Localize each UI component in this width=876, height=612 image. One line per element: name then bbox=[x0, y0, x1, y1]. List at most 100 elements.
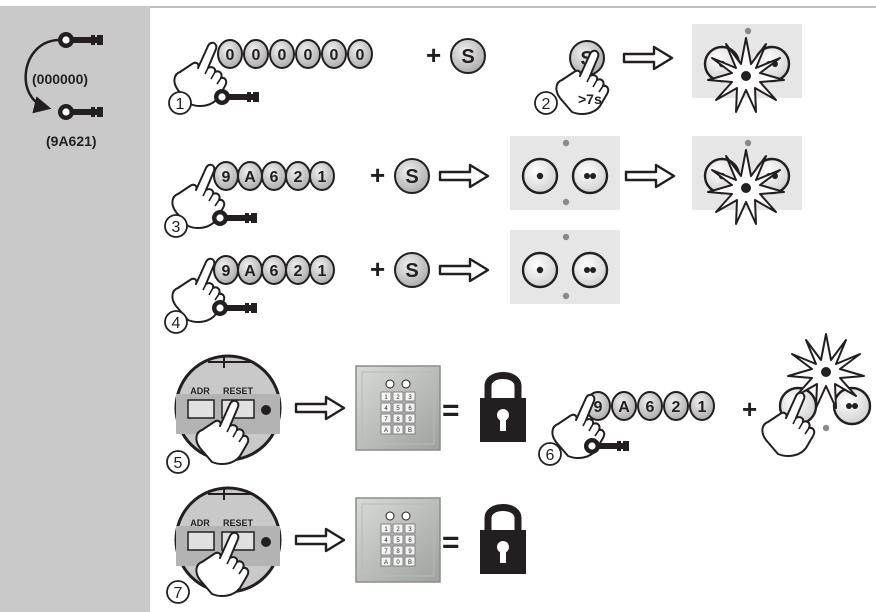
svg-text:RESET: RESET bbox=[223, 518, 254, 528]
svg-text:5: 5 bbox=[396, 538, 400, 544]
keypad-key bbox=[404, 424, 416, 435]
top-divider bbox=[150, 6, 876, 8]
svg-text:6: 6 bbox=[408, 406, 412, 412]
keypad-key bbox=[392, 413, 404, 424]
svg-text:7: 7 bbox=[384, 417, 388, 423]
keypad-key bbox=[404, 413, 416, 424]
keypad-key bbox=[392, 545, 404, 556]
step3-number: 3 bbox=[164, 214, 188, 238]
svg-text:3: 3 bbox=[408, 527, 412, 533]
step3-plus: + bbox=[370, 160, 385, 190]
keypad-key bbox=[380, 545, 392, 556]
step5-equals: = bbox=[442, 394, 460, 427]
svg-text:0: 0 bbox=[226, 47, 235, 64]
step4-number: 4 bbox=[164, 310, 188, 334]
step3-key-icon bbox=[212, 210, 257, 226]
svg-text:S: S bbox=[461, 46, 474, 68]
step1-number: 1 bbox=[168, 91, 192, 115]
svg-text:S: S bbox=[405, 260, 418, 282]
svg-text:0: 0 bbox=[330, 47, 339, 64]
step2-hold-label: >7s bbox=[578, 91, 602, 107]
svg-text:1: 1 bbox=[384, 527, 388, 533]
step5-reset-panel: ADR RESET bbox=[174, 354, 282, 465]
svg-text:5: 5 bbox=[174, 455, 183, 472]
svg-text:0: 0 bbox=[356, 47, 365, 64]
step6-key-icon bbox=[584, 438, 629, 454]
keypad-key bbox=[380, 402, 392, 413]
svg-text:1: 1 bbox=[384, 395, 388, 401]
svg-text:5: 5 bbox=[396, 406, 400, 412]
svg-text:0: 0 bbox=[304, 47, 313, 64]
svg-text:RESET: RESET bbox=[223, 386, 254, 396]
step4-key-4: 1 bbox=[309, 255, 335, 285]
svg-text:2: 2 bbox=[396, 395, 400, 401]
step3-key-3: 2 bbox=[285, 161, 311, 191]
svg-text:ADR: ADR bbox=[190, 386, 210, 396]
svg-text:8: 8 bbox=[396, 417, 400, 423]
keypad-key bbox=[392, 402, 404, 413]
svg-text:7: 7 bbox=[384, 549, 388, 555]
svg-text:6: 6 bbox=[546, 447, 555, 464]
svg-text:A: A bbox=[384, 428, 388, 434]
svg-text:9: 9 bbox=[222, 169, 231, 186]
keypad-key bbox=[404, 534, 416, 545]
step1-key-5: 0 bbox=[347, 39, 373, 69]
svg-text:9: 9 bbox=[594, 399, 603, 416]
step3-key-0: 9 bbox=[213, 161, 239, 191]
svg-text:0: 0 bbox=[278, 47, 287, 64]
new-key-icon bbox=[58, 104, 103, 120]
svg-text:8: 8 bbox=[396, 549, 400, 555]
step5-number: 5 bbox=[166, 450, 190, 474]
step3-key-4: 1 bbox=[309, 161, 335, 191]
step1-s-key: S bbox=[450, 38, 486, 74]
step7-lock-icon bbox=[480, 508, 526, 575]
step6-number: 6 bbox=[538, 442, 562, 466]
old-key-icon bbox=[58, 32, 103, 48]
new-code-label: (9A621) bbox=[46, 133, 97, 149]
step1-key-2: 0 bbox=[269, 39, 295, 69]
step3-arrow2-icon bbox=[624, 163, 676, 189]
step6-key-2: 6 bbox=[637, 391, 663, 421]
step4-key-icon bbox=[212, 300, 257, 316]
keypad-key bbox=[380, 556, 392, 567]
svg-text:B: B bbox=[408, 428, 412, 434]
step6-key-4: 1 bbox=[689, 391, 715, 421]
keypad-key bbox=[404, 545, 416, 556]
step4-key-2: 6 bbox=[261, 255, 287, 285]
step1-key-3: 0 bbox=[295, 39, 321, 69]
keypad-key bbox=[404, 556, 416, 567]
svg-text:9: 9 bbox=[408, 417, 412, 423]
step1-key-icon bbox=[214, 89, 259, 105]
svg-text:4: 4 bbox=[384, 406, 388, 412]
step1-key-0: 0 bbox=[217, 39, 243, 69]
svg-text:1: 1 bbox=[318, 169, 327, 186]
svg-text:2: 2 bbox=[294, 263, 303, 280]
svg-text:A: A bbox=[384, 560, 388, 566]
svg-text:6: 6 bbox=[270, 263, 279, 280]
svg-text:2: 2 bbox=[294, 169, 303, 186]
svg-text:0: 0 bbox=[396, 560, 400, 566]
keypad-key bbox=[404, 391, 416, 402]
step3-key-2: 6 bbox=[261, 161, 287, 191]
step7-arrow-icon bbox=[294, 527, 346, 553]
svg-text:A: A bbox=[244, 263, 256, 280]
svg-text:A: A bbox=[244, 169, 256, 186]
step4-led-panel bbox=[508, 228, 622, 306]
step6-key-3: 2 bbox=[663, 391, 689, 421]
svg-text:3: 3 bbox=[172, 219, 181, 236]
sidebar-panel bbox=[0, 6, 150, 612]
step1-plus: + bbox=[426, 40, 441, 70]
svg-text:S: S bbox=[405, 166, 418, 188]
step4-key-1: A bbox=[237, 255, 263, 285]
svg-text:6: 6 bbox=[408, 538, 412, 544]
keypad-key bbox=[404, 402, 416, 413]
keypad-key bbox=[392, 424, 404, 435]
keypad-key bbox=[380, 523, 392, 534]
svg-text:3: 3 bbox=[408, 395, 412, 401]
svg-text:6: 6 bbox=[646, 399, 655, 416]
keypad-key bbox=[392, 534, 404, 545]
